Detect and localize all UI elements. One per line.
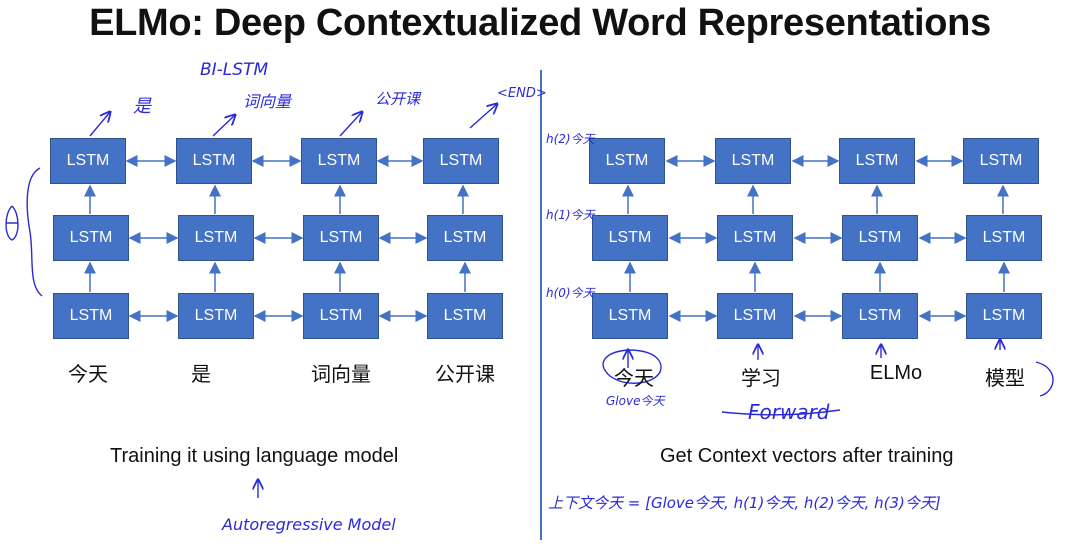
annotation-glove: Glove今天 (606, 394, 665, 408)
lstm-cell: LSTM (966, 215, 1042, 261)
left-word-label: 是 (191, 364, 211, 386)
center-divider (540, 70, 542, 540)
right-caption: Get Context vectors after training (660, 445, 954, 467)
lstm-cell: LSTM (53, 293, 129, 339)
annotation-output: 公开课 (375, 90, 421, 108)
lstm-cell: LSTM (427, 293, 503, 339)
lstm-cell: LSTM (427, 215, 503, 261)
lstm-cell: LSTM (303, 293, 379, 339)
annotation-output: 是 (133, 96, 151, 117)
lstm-cell: LSTM (842, 215, 918, 261)
handwritten-strokes (5, 104, 1054, 498)
annotation-h-layer0: h(0)今天 (546, 286, 595, 300)
lstm-cell: LSTM (589, 138, 665, 184)
annotation-context-formula: 上下文今天 = [Glove今天, h(1)今天, h(2)今天, h(3)今天… (548, 494, 941, 512)
annotation-theta: Θ (2, 210, 3, 211)
annotation-h-layer2: h(2)今天 (546, 132, 595, 146)
lstm-arrows (84, 155, 1010, 322)
annotation-output: 词向量 (243, 92, 292, 111)
lstm-cell: LSTM (303, 215, 379, 261)
left-word-label: 公开课 (435, 364, 495, 386)
right-word-label: 今天 (614, 368, 654, 390)
left-word-label: 今天 (68, 364, 108, 386)
right-word-label: 模型 (985, 368, 1025, 390)
lstm-cell: LSTM (715, 138, 791, 184)
lstm-cell: LSTM (592, 293, 668, 339)
lstm-cell: LSTM (839, 138, 915, 184)
slide-title: ELMo: Deep Contextualized Word Represent… (89, 2, 991, 44)
annotation-end-token: <END> (497, 86, 547, 101)
right-word-label: ELMo (869, 362, 923, 384)
lstm-cell: LSTM (966, 293, 1042, 339)
left-word-label: 词向量 (311, 364, 371, 386)
lstm-cell: LSTM (963, 138, 1039, 184)
lstm-cell: LSTM (592, 215, 668, 261)
left-caption: Training it using language model (110, 445, 399, 467)
lstm-cell: LSTM (301, 138, 377, 184)
annotation-forward: Forward (748, 400, 830, 424)
annotation-autoregressive: Autoregressive Model (222, 515, 396, 534)
lstm-cell: LSTM (178, 293, 254, 339)
lstm-cell: LSTM (423, 138, 499, 184)
lstm-cell: LSTM (717, 293, 793, 339)
lstm-cell: LSTM (50, 138, 126, 184)
annotation-bilstm: BI-LSTM (200, 60, 269, 80)
lstm-cell: LSTM (178, 215, 254, 261)
lstm-cell: LSTM (717, 215, 793, 261)
annotation-h-layer1: h(1)今天 (546, 208, 595, 222)
lstm-cell: LSTM (842, 293, 918, 339)
right-word-label: 学习 (741, 368, 781, 390)
